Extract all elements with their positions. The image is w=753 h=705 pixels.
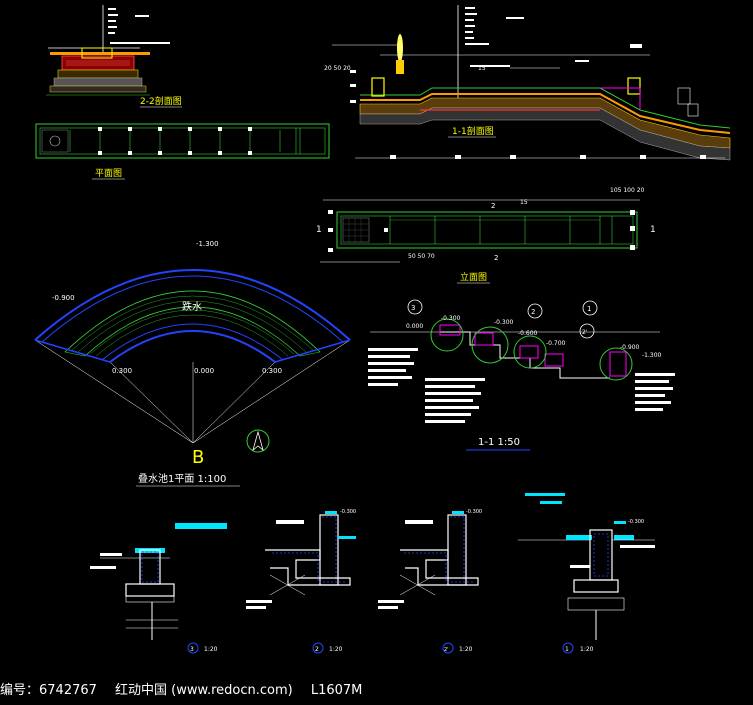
callout-3: 3	[411, 304, 415, 312]
watermark-bar: 编号：6742767 红动中国 (www.redocn.com) L1607M	[0, 680, 753, 705]
elevation-view: 105 100 20 1 1 2 2 15 50 50 70	[316, 187, 656, 284]
dim-15: 15	[478, 65, 486, 72]
dim-20-50-20: 20 50 20	[324, 65, 351, 72]
callout-2-prime: 2'	[582, 329, 588, 336]
level-top: -1.300	[196, 240, 219, 248]
detail-2-prime-level: -0.300	[466, 509, 482, 515]
level-s-d: -0.600	[518, 330, 538, 337]
detail-2-prime-scale: 1:20	[459, 646, 473, 653]
cad-drawing: 2-2剖面图 平面图	[34, 5, 731, 654]
north-arrow-icon	[252, 430, 264, 452]
section-mark-2a: 2	[491, 202, 495, 210]
detail-1-level: -0.300	[628, 519, 644, 525]
watermark-code: L1607M	[310, 683, 363, 698]
elevation-dim-15: 15	[520, 199, 528, 206]
section-mark-right: 1	[650, 225, 656, 235]
detail-3-scale: 1:20	[204, 646, 218, 653]
detail-2: -0.300 2 1:20	[246, 509, 356, 654]
detail-2-num: 2	[315, 646, 319, 653]
section-1-1-large-title: 1-1 1:50	[478, 437, 520, 448]
detail-2-scale: 1:20	[329, 646, 343, 653]
section-1-1-large: 3 2 2' 1 0.000 -0.300 -0.300 -0.600 -0.7…	[368, 299, 675, 451]
level-left: -0.900	[52, 294, 75, 302]
level-s-c: -0.300	[494, 319, 514, 326]
detail-2-prime: -0.300 2' 1:20	[378, 509, 482, 654]
level-s-g: -1.300	[642, 352, 662, 359]
b-mark: B	[192, 447, 204, 468]
level-s-b: -0.300	[441, 315, 461, 322]
detail-1: -0.300 1 1:20	[518, 493, 655, 654]
level-inner-left: 0.300	[112, 367, 132, 375]
section-mark-2b: 2	[494, 254, 498, 262]
watermark-id: 编号：6742767	[0, 683, 97, 698]
callout-1: 1	[587, 305, 591, 313]
elevation-title: 立面图	[460, 271, 487, 283]
plan-view: 平面图	[35, 123, 330, 180]
detail-3: 3 1:20	[90, 523, 227, 654]
overflow-label: 跌水	[182, 300, 202, 313]
dim-105-100-20: 105 100 20	[610, 187, 645, 194]
section-2-2: 2-2剖面图	[46, 5, 182, 108]
dim-50-50-70: 50 50 70	[408, 253, 435, 260]
callout-2: 2	[531, 308, 535, 316]
level-s-a: 0.000	[406, 323, 423, 330]
section-1-1: 20 50 20 15 1-1剖面图	[324, 5, 731, 161]
section-mark-left: 1	[316, 225, 322, 235]
level-inner-right: 0.300	[262, 367, 282, 375]
pool-plan: 跌水 -1.300 -0.900 0.300 0.000 0.300 B 叠水池…	[34, 240, 351, 487]
detail-1-num: 1	[565, 646, 569, 653]
section-1-1-title: 1-1剖面图	[452, 125, 494, 137]
plan-title: 平面图	[95, 168, 122, 179]
detail-2-level: -0.300	[340, 509, 356, 515]
level-inner-mid: 0.000	[194, 367, 214, 375]
pool-plan-title: 叠水池1平面 1:100	[138, 472, 226, 485]
level-s-e: -0.700	[546, 340, 566, 347]
watermark-site: 红动中国 (www.redocn.com)	[115, 683, 293, 698]
section-2-2-title: 2-2剖面图	[140, 95, 182, 107]
level-s-f: -0.900	[620, 344, 640, 351]
detail-3-num: 3	[190, 646, 194, 653]
detail-2-prime-num: 2'	[444, 647, 449, 653]
detail-1-scale: 1:20	[580, 646, 594, 653]
